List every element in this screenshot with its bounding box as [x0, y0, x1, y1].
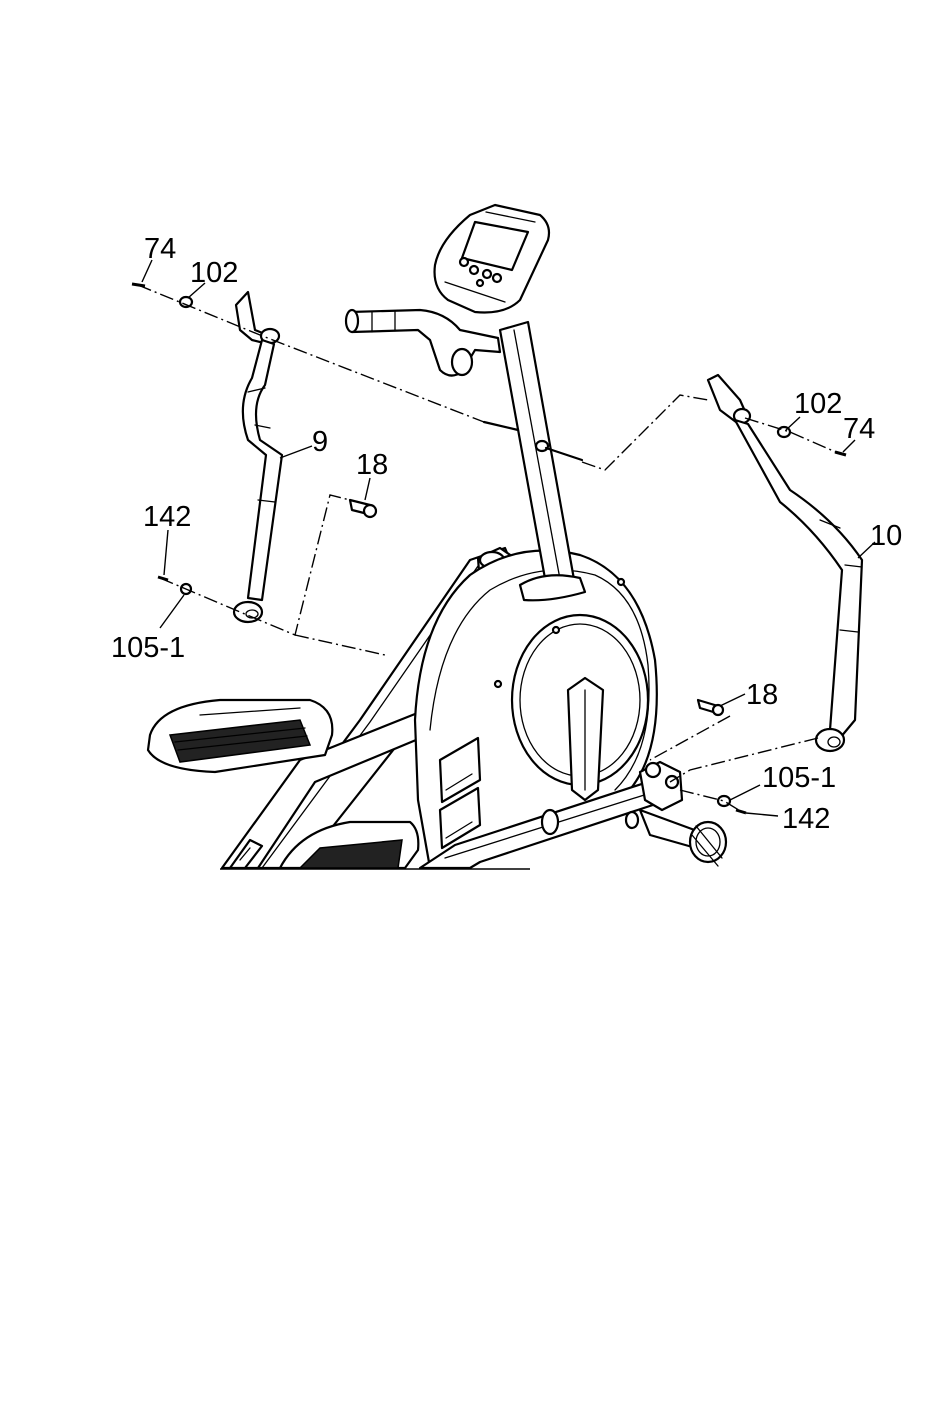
callout-10: 10	[870, 520, 902, 552]
left-handle-arm	[234, 292, 282, 622]
callout-142-right: 142	[782, 803, 830, 835]
callout-18-right: 18	[746, 679, 778, 711]
callout-9: 9	[312, 426, 328, 458]
callout-105-1-right: 105-1	[762, 762, 836, 794]
console-mast	[346, 205, 585, 600]
callout-74-left: 74	[144, 233, 176, 265]
callout-105-1-left: 105-1	[111, 632, 185, 664]
callout-142-left: 142	[143, 501, 191, 533]
callout-102-left: 102	[190, 257, 238, 289]
callout-18-left: 18	[356, 449, 388, 481]
elliptical-frame	[148, 548, 726, 868]
callout-74-right: 74	[843, 413, 875, 445]
callout-102-right: 102	[794, 388, 842, 420]
